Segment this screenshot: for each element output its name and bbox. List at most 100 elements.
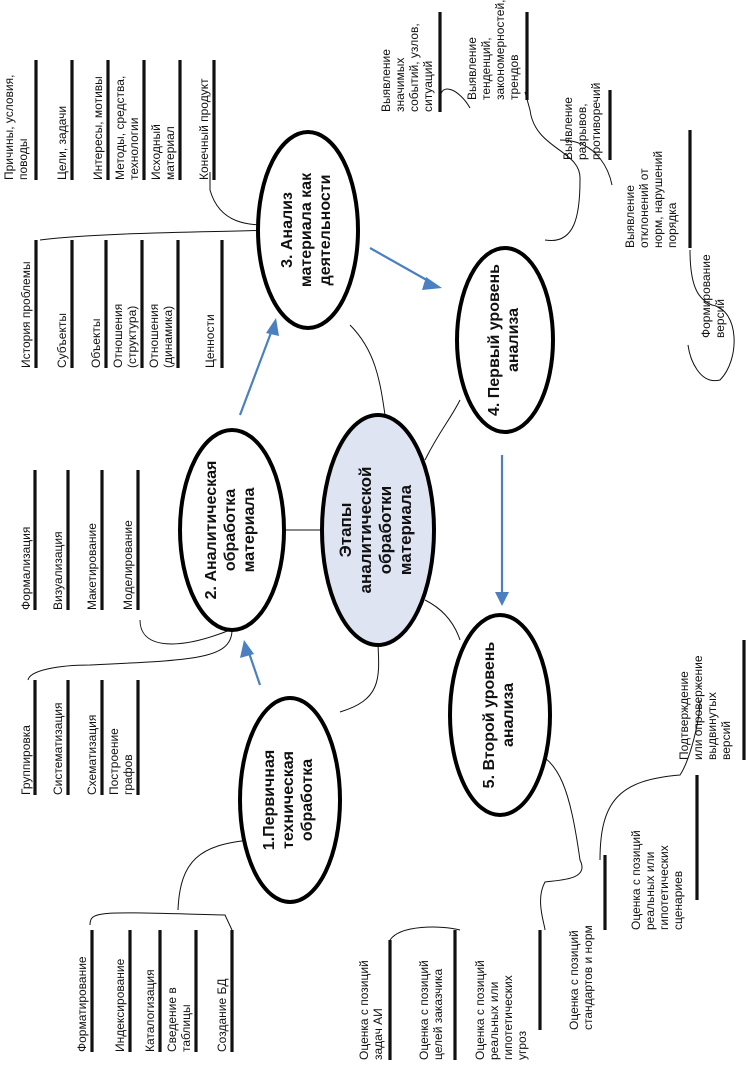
leaf-prototyping: Макетирование [85,523,99,610]
svg-text:материала: материала [241,487,258,572]
center-line-2: аналитической [356,467,375,594]
leaf-subjects: Субъекты [55,313,69,368]
leaf-confirm-4: версий [719,721,733,760]
leaf-scenarios-3: гипотетических [657,845,671,930]
stage5-title: 5. Второй уровень анализа [481,642,517,789]
stage3-items-upper: Причины, условия, поводы Цели, задачи Ин… [2,75,211,180]
svg-text:2. Аналитическая: 2. Аналитическая [203,461,220,600]
leaf-formalization: Формализация [19,527,33,610]
leaf-graphs-2: графов [121,754,135,795]
connector-center-stage1 [339,644,380,713]
bracket-stage5-main [529,749,583,931]
center-line-1: Этапы [336,503,355,558]
svg-text:обработка: обработка [222,489,239,571]
arrow-head-2 [266,318,279,336]
stage4-ellipse [455,246,555,434]
stage3-ellipse [256,130,360,330]
leaf-client-1: Оценка с позиций [417,960,431,1060]
leaf-schematization: Схематизация [85,715,99,795]
leaf-versions-1: Формирование [699,254,713,338]
leaf-deviations-4: порядка [665,202,679,248]
stage2-ellipse [178,428,286,632]
bracket-stage5-upper [599,699,701,861]
leaf-methods-2: технологии [127,118,141,180]
center-line-3: обработки [376,486,395,574]
bracket-stage4-mid [559,139,613,186]
leaf-tables-2: таблицы [179,1004,193,1052]
leaf-scenarios-1: Оценка с позиций [629,830,643,930]
svg-text:материала как: материала как [298,172,315,287]
arrow-stage2-to-stage3 [238,329,274,416]
connector-center-stage3 [349,324,386,416]
leaf-ai-tasks-1: Оценка с позиций [357,960,371,1060]
svg-text:5. Второй уровень: 5. Второй уровень [481,642,498,789]
stage2-title: 2. Аналитическая обработка материала [203,461,258,600]
flow-arrows [238,247,509,686]
leaf-indexing: Индексирование [113,958,127,1052]
leaf-scenarios-4: сценариев [671,871,685,930]
arrow-head-1 [240,640,254,658]
bracket-stage2-upper [139,619,231,645]
svg-text:4. Первый уровень: 4. Первый уровень [486,264,503,416]
leaf-structure-2: (структура) [125,306,139,368]
leaf-visualization: Визуализация [51,531,65,610]
leaf-gaps-1: Выявление [561,97,575,160]
stage3-title: 3. Анализ материала как деятельности [279,172,334,287]
leaf-final-product: Конечный продукт [197,78,211,180]
leaf-formatting: Форматирование [75,956,89,1052]
leaf-confirm-3: выдвинутых [705,692,719,760]
leaf-trends-1: Выявление [465,37,479,100]
leaf-ai-tasks-2: задач АИ [371,1008,385,1060]
leaf-trends-3: закономерностей, [493,0,507,100]
bracket-stage5-lower [389,926,461,941]
leaf-deviations-2: отклонений от [637,168,651,248]
arrow-head-3 [422,277,442,290]
arrow-head-4 [495,592,509,606]
leaf-gaps-3: противоречий [589,83,603,160]
bracket-stage4-bottom [687,249,735,382]
leaf-confirm-1: Подтверждение [677,671,691,760]
leaf-causes-1: Причины, условия, [2,75,16,180]
stage3-items-lower: История проблемы Субъекты Объекты Отноше… [19,261,217,368]
leaf-objects: Объекты [89,319,103,369]
leaf-scenarios-2: реальных или [643,852,657,930]
leaf-dynamics-2: (динамика) [161,306,175,368]
leaf-values: Ценности [203,314,217,368]
center-ellipse [320,413,436,647]
leaf-deviations-3: норм, нарушений [651,151,665,248]
leaf-deviations-1: Выявление [623,185,637,248]
leaf-source-1: Исходный [149,124,163,180]
stage5-items: Оценка с позиций задач АИ Оценка с позиц… [357,655,733,1060]
leaf-client-2: целей заказчика [431,968,445,1060]
svg-text:деятельности: деятельности [317,175,334,286]
connectors [27,88,735,941]
stage1-ellipse [238,696,342,904]
svg-text:3. Анализ: 3. Анализ [279,192,296,268]
stage1-title: 1.Первичная техническая обработка [261,750,316,850]
stage5-ellipse [448,613,552,817]
leaf-causes-2: поводы [16,139,30,180]
stage2-items-upper: Формализация Визуализация Макетирование … [19,520,135,610]
leaf-confirm-2: или опровержение [691,655,705,760]
svg-text:анализа: анализа [500,683,517,747]
leaf-dynamics-1: Отношения [147,304,161,368]
leaf-gaps-2: разрывов, [575,103,589,160]
leaf-events-4: ситуаций [421,61,435,112]
stage1-items: Форматирование Индексирование Каталогиза… [75,956,229,1052]
leaf-threats-2: реальных или [487,982,501,1060]
bracket-stage1 [89,912,233,931]
leaf-db: Создание БД [215,979,229,1052]
leaf-events-3: событий, узлов, [407,23,421,112]
leaf-systematization: Систематизация [51,702,65,795]
svg-text:обработка: обработка [299,759,316,841]
leaf-bars [33,12,746,1060]
leaf-interests: Интересы, мотивы [91,76,105,180]
leaf-trends-4: трендов [507,54,521,100]
svg-text:анализа: анализа [505,308,522,372]
stage-nodes [178,130,555,904]
leaf-methods-1: Методы, средства, [113,76,127,180]
stage2-items-lower: Группировка Систематизация Схематизация … [19,702,135,795]
connector-center-stage5 [424,599,461,641]
leaf-threats-1: Оценка с позиций [473,960,487,1060]
svg-text:техническая: техническая [280,751,297,849]
